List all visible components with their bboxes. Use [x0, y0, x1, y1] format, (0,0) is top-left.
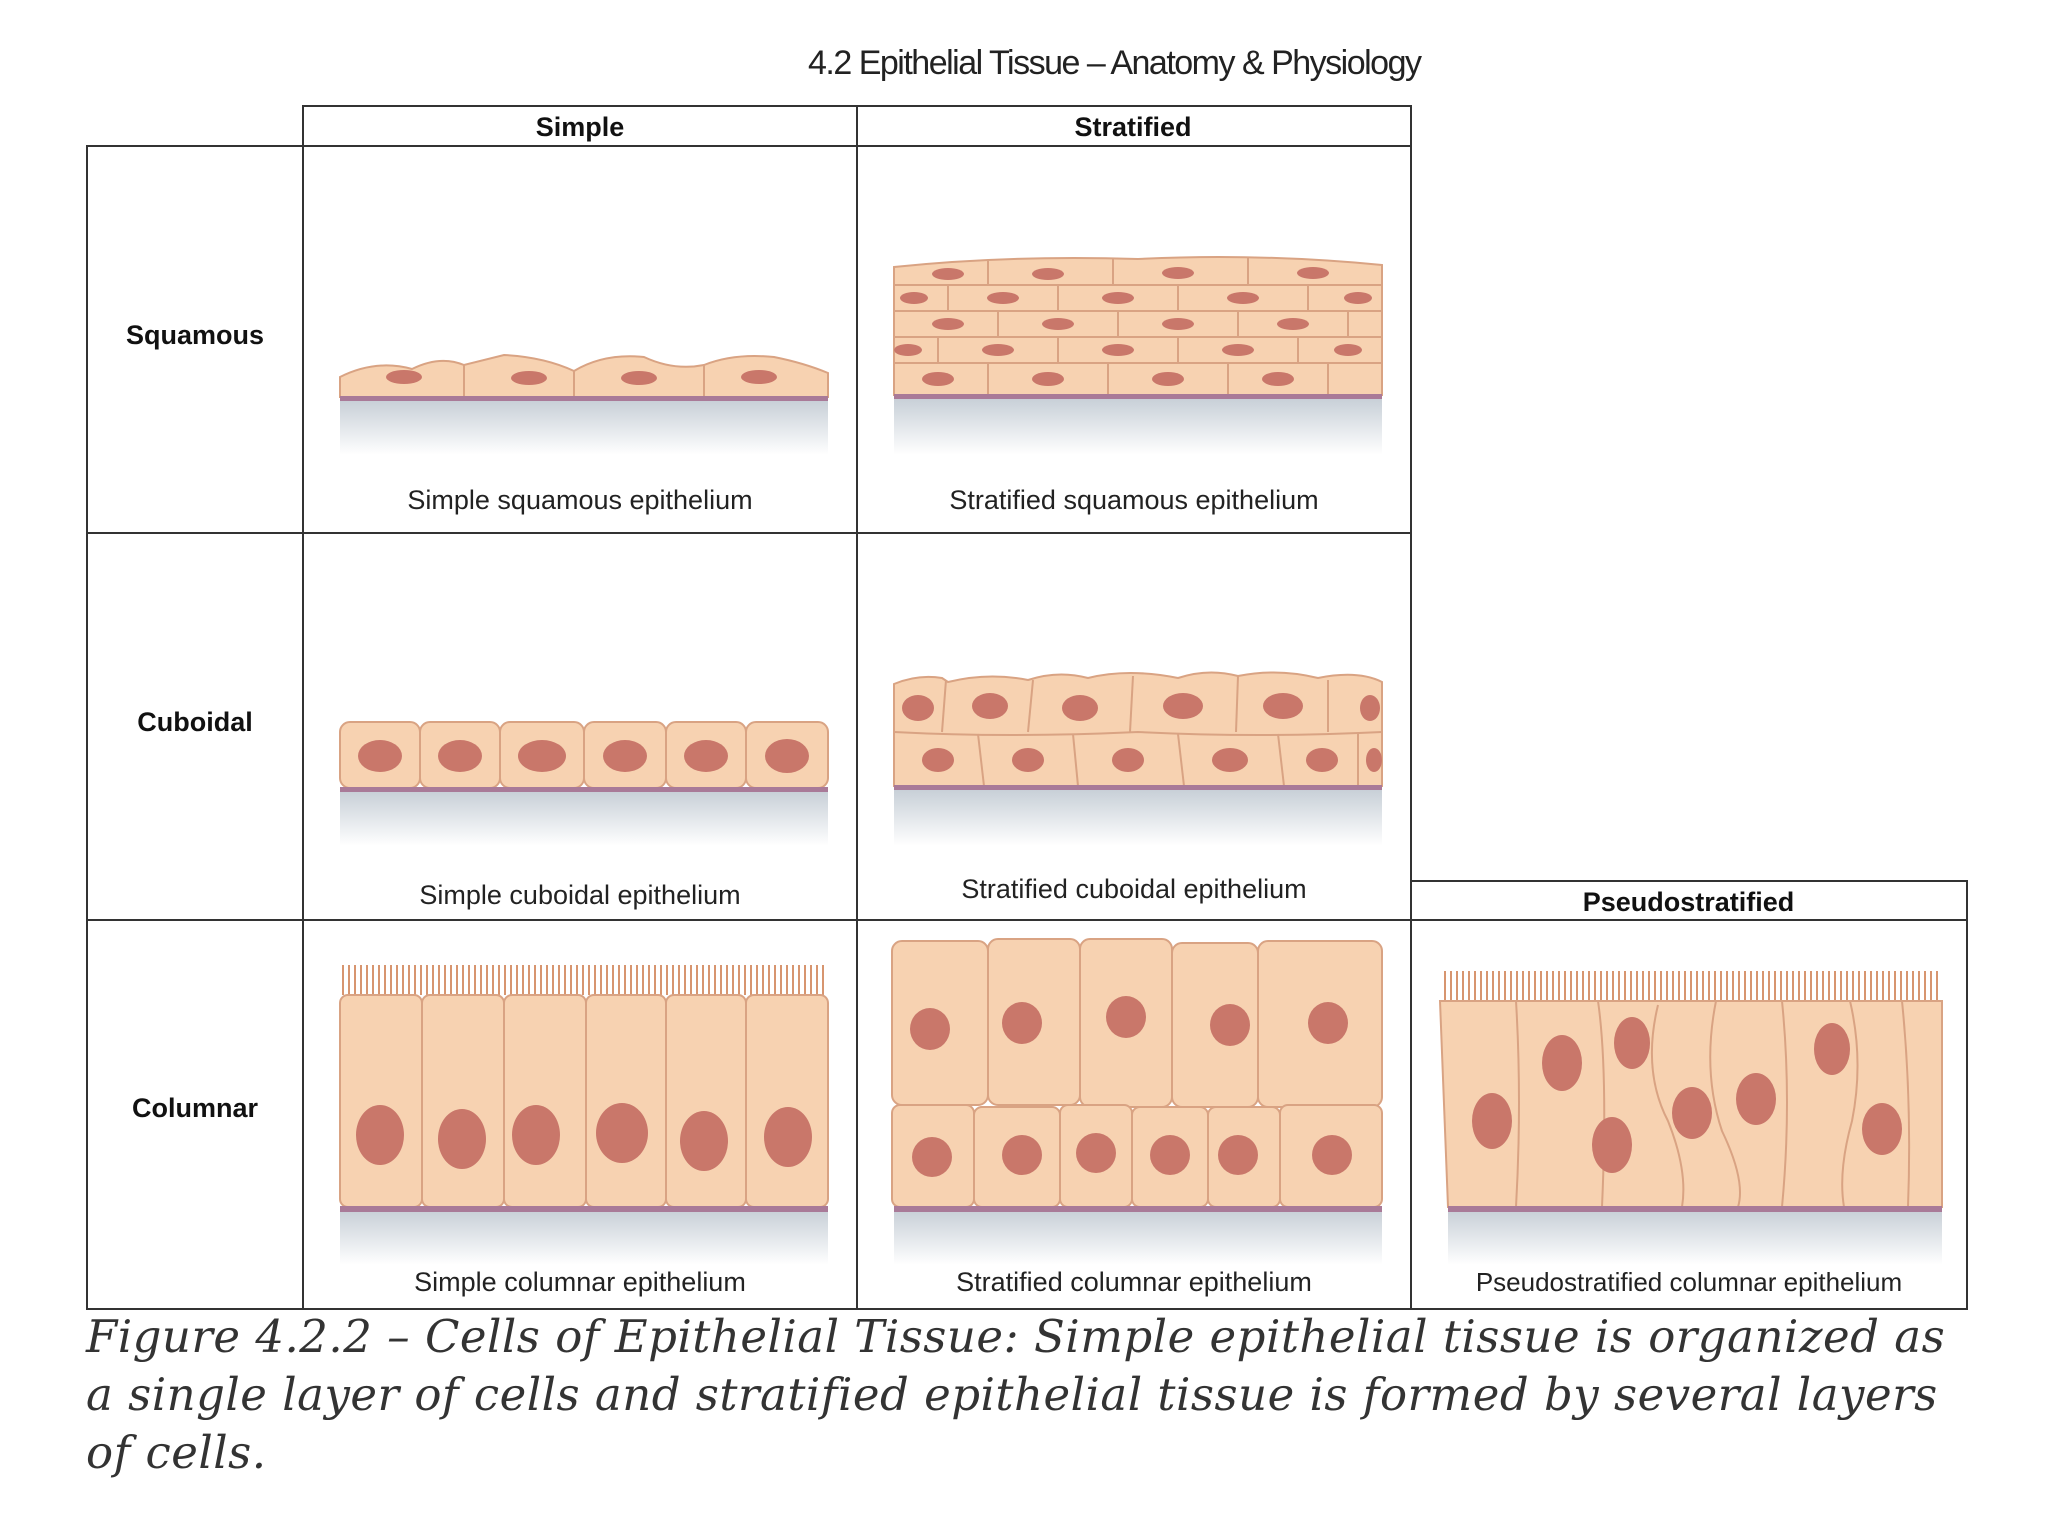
cell-simple-cuboidal: Simple cuboidal epithelium — [302, 532, 858, 921]
stratified-columnar-illustration — [858, 921, 1414, 1312]
column-header-pseudostratified: Pseudostratified — [1411, 880, 1968, 922]
row-label-cuboidal: Cuboidal — [88, 707, 302, 738]
page-header: 4.2 Epithelial Tissue – Anatomy & Physio… — [808, 44, 1568, 83]
column-header-simple: Simple — [302, 105, 858, 147]
caption-pseudostratified-columnar: Pseudostratified columnar epithelium — [1412, 1267, 1966, 1298]
cell-stratified-columnar: Stratified columnar epithelium — [856, 919, 1412, 1310]
caption-simple-cuboidal: Simple cuboidal epithelium — [304, 880, 856, 911]
stratified-squamous-illustration — [858, 147, 1414, 536]
simple-cuboidal-illustration — [304, 534, 860, 923]
stratified-cuboidal-illustration — [858, 534, 1414, 923]
pseudostratified-columnar-illustration — [1412, 921, 1970, 1312]
simple-squamous-illustration — [304, 147, 860, 536]
cell-stratified-cuboidal: Stratified cuboidal epithelium — [856, 532, 1412, 921]
caption-simple-columnar: Simple columnar epithelium — [304, 1267, 856, 1298]
cell-simple-columnar: Simple columnar epithelium — [302, 919, 858, 1310]
cell-pseudostratified-columnar: Pseudostratified columnar epithelium — [1410, 919, 1968, 1310]
figure-caption: Figure 4.2.2 – Cells of Epithelial Tissu… — [86, 1308, 1966, 1482]
column-header-stratified: Stratified — [856, 105, 1412, 147]
cell-simple-squamous: Simple squamous epithelium — [302, 145, 858, 534]
row-label-squamous: Squamous — [88, 320, 302, 351]
row-label-columnar: Columnar — [88, 1093, 302, 1124]
caption-stratified-columnar: Stratified columnar epithelium — [858, 1267, 1410, 1298]
caption-stratified-cuboidal: Stratified cuboidal epithelium — [858, 874, 1410, 905]
caption-stratified-squamous: Stratified squamous epithelium — [858, 485, 1410, 516]
cell-stratified-squamous: Stratified squamous epithelium — [856, 145, 1412, 534]
simple-columnar-illustration — [304, 921, 860, 1312]
caption-simple-squamous: Simple squamous epithelium — [304, 485, 856, 516]
